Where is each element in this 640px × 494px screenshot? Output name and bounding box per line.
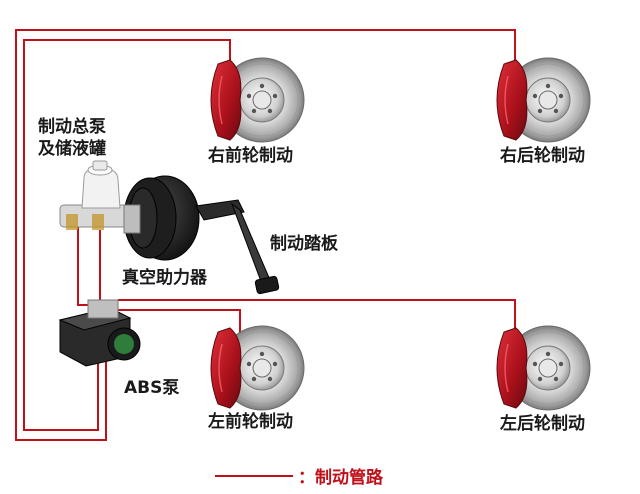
legend-text: ：制动管路 [298,468,383,488]
brake-lines [15,29,516,441]
brake-pedal [195,199,280,295]
front-left-brake-disc [210,325,305,411]
front-right-brake-disc [210,57,305,143]
rear-right-label: 右后轮制动 [500,146,585,166]
vacuum-booster [123,175,200,261]
master-cylinder [59,160,141,230]
rear-left-brake-disc [496,325,591,411]
abs-label: ABS泵 [124,378,180,398]
master-cylinder-label-line2: 及储液罐 [38,139,106,159]
master-cylinder-label-line1: 制动总泵 [38,117,106,137]
rear-right-brake-disc [496,57,591,143]
booster-label: 真空助力器 [122,268,207,288]
front-left-label: 左前轮制动 [208,412,293,432]
pedal-label: 制动踏板 [270,234,338,254]
abs-pump [58,299,141,367]
rear-left-label: 左后轮制动 [500,414,585,434]
front-right-label: 右前轮制动 [208,146,293,166]
